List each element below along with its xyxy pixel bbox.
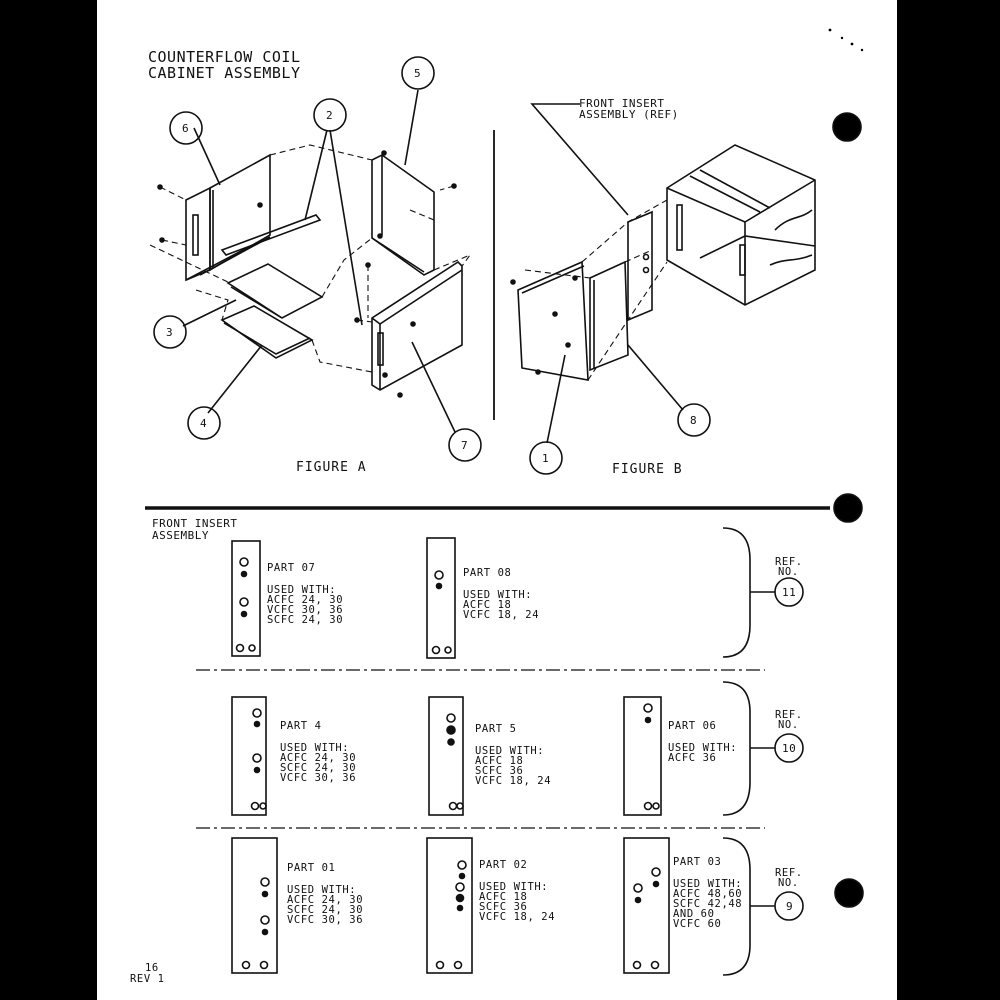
part-used-with: USED WITH: xyxy=(475,745,545,757)
ref-number-row2: 10 xyxy=(782,742,797,755)
part-model: ACFC 18 xyxy=(479,891,528,903)
part-model: ACFC 18 xyxy=(475,755,524,767)
ref-label-row2-line2: NO. xyxy=(778,719,799,731)
part-model: ACFC 24, 30 xyxy=(287,894,364,906)
row-bracket xyxy=(722,527,751,658)
callout-8-number: 8 xyxy=(690,414,698,427)
figure-a-label: FIGURE A xyxy=(296,460,367,475)
callout-7 xyxy=(448,428,482,462)
ref-label-row3-line1: REF. xyxy=(775,867,803,879)
part-model: VCFC 30, 36 xyxy=(287,914,364,926)
part-model: SCFC 42,48 xyxy=(673,898,743,910)
ref-label-row1-line1: REF. xyxy=(775,556,803,568)
part-model: ACFC 48,60 xyxy=(673,888,743,900)
part-model: SCFC 24, 30 xyxy=(280,762,357,774)
figure-a-exploded-view xyxy=(149,89,472,433)
part-model: SCFC 36 xyxy=(479,901,528,913)
callout-1 xyxy=(529,441,563,475)
part-name: PART 08 xyxy=(463,567,512,579)
part-name: PART 01 xyxy=(287,862,336,874)
part-used-with: USED WITH: xyxy=(287,884,357,896)
callout-3-number: 3 xyxy=(166,326,174,339)
drawing-sheet xyxy=(97,0,897,1000)
callout-4 xyxy=(187,406,221,440)
figure-b-exploded-view xyxy=(510,103,816,444)
part-model: ACFC 18 xyxy=(463,599,512,611)
part-name: PART 06 xyxy=(668,720,717,732)
callout-5-number: 5 xyxy=(414,67,422,80)
callout-6-number: 6 xyxy=(182,122,190,135)
binder-hole xyxy=(833,493,863,523)
binder-hole xyxy=(832,112,862,142)
part-used-with: USED WITH: xyxy=(280,742,350,754)
front-insert-ref-label-line2: ASSEMBLY (REF) xyxy=(579,108,679,121)
part-used-with: USED WITH: xyxy=(668,742,738,754)
part-model: SCFC 24, 30 xyxy=(287,904,364,916)
callout-2 xyxy=(313,98,347,132)
callout-3 xyxy=(153,315,187,349)
part-model: SCFC 24, 30 xyxy=(267,614,344,626)
ref-bubble-10 xyxy=(774,733,804,763)
diagram-title-line2: CABINET ASSEMBLY xyxy=(148,64,301,82)
part-model: AND 60 xyxy=(673,908,715,920)
callout-7-number: 7 xyxy=(461,439,469,452)
ref-bubble-11 xyxy=(774,577,804,607)
callout-1-number: 1 xyxy=(542,452,550,465)
part-model: VCFC 18, 24 xyxy=(479,911,556,923)
part-model: ACFC 24, 30 xyxy=(280,752,357,764)
part-used-with: USED WITH: xyxy=(479,881,549,893)
part-model: VCFC 30, 36 xyxy=(267,604,344,616)
part-model: VCFC 60 xyxy=(673,918,722,930)
part-name: PART 02 xyxy=(479,859,528,871)
part-used-with: USED WITH: xyxy=(673,878,743,890)
front-insert-ref-label-line1: FRONT INSERT xyxy=(579,97,665,110)
part-model: VCFC 18, 24 xyxy=(463,609,540,621)
section-title-line2: ASSEMBLY xyxy=(152,529,209,542)
revision-label: REV 1 xyxy=(130,973,165,985)
page-number: 16 xyxy=(145,962,159,974)
callout-6 xyxy=(169,111,203,145)
ref-bubble-9 xyxy=(774,891,804,921)
callout-2-number: 2 xyxy=(326,109,334,122)
diagram-title-line1: COUNTERFLOW COIL xyxy=(148,48,301,66)
ref-label-row3-line2: NO. xyxy=(778,877,799,889)
part-used-with: USED WITH: xyxy=(463,589,533,601)
section-title-line1: FRONT INSERT xyxy=(152,517,238,530)
binder-hole xyxy=(834,878,864,908)
insert-panels xyxy=(231,537,670,974)
callout-bubbles xyxy=(153,56,711,475)
callout-4-number: 4 xyxy=(200,417,208,430)
part-name: PART 03 xyxy=(673,856,722,868)
part-model: ACFC 36 xyxy=(668,752,717,764)
ref-number-row1: 11 xyxy=(782,586,797,599)
ref-label-row1-line2: NO. xyxy=(778,566,799,578)
row-bracket xyxy=(722,681,751,816)
part-name: PART 5 xyxy=(475,723,517,735)
part-model: SCFC 36 xyxy=(475,765,524,777)
part-name: PART 07 xyxy=(267,562,316,574)
callout-8 xyxy=(677,403,711,437)
figure-b-label: FIGURE B xyxy=(612,462,683,477)
part-model: VCFC 18, 24 xyxy=(475,775,552,787)
ref-label-row2-line1: REF. xyxy=(775,709,803,721)
part-name: PART 4 xyxy=(280,720,322,732)
part-model: VCFC 30, 36 xyxy=(280,772,357,784)
callout-5 xyxy=(401,56,435,90)
part-model: ACFC 24, 30 xyxy=(267,594,344,606)
ref-number-row3: 9 xyxy=(786,900,794,913)
row-bracket xyxy=(722,837,751,976)
part-used-with: USED WITH: xyxy=(267,584,337,596)
